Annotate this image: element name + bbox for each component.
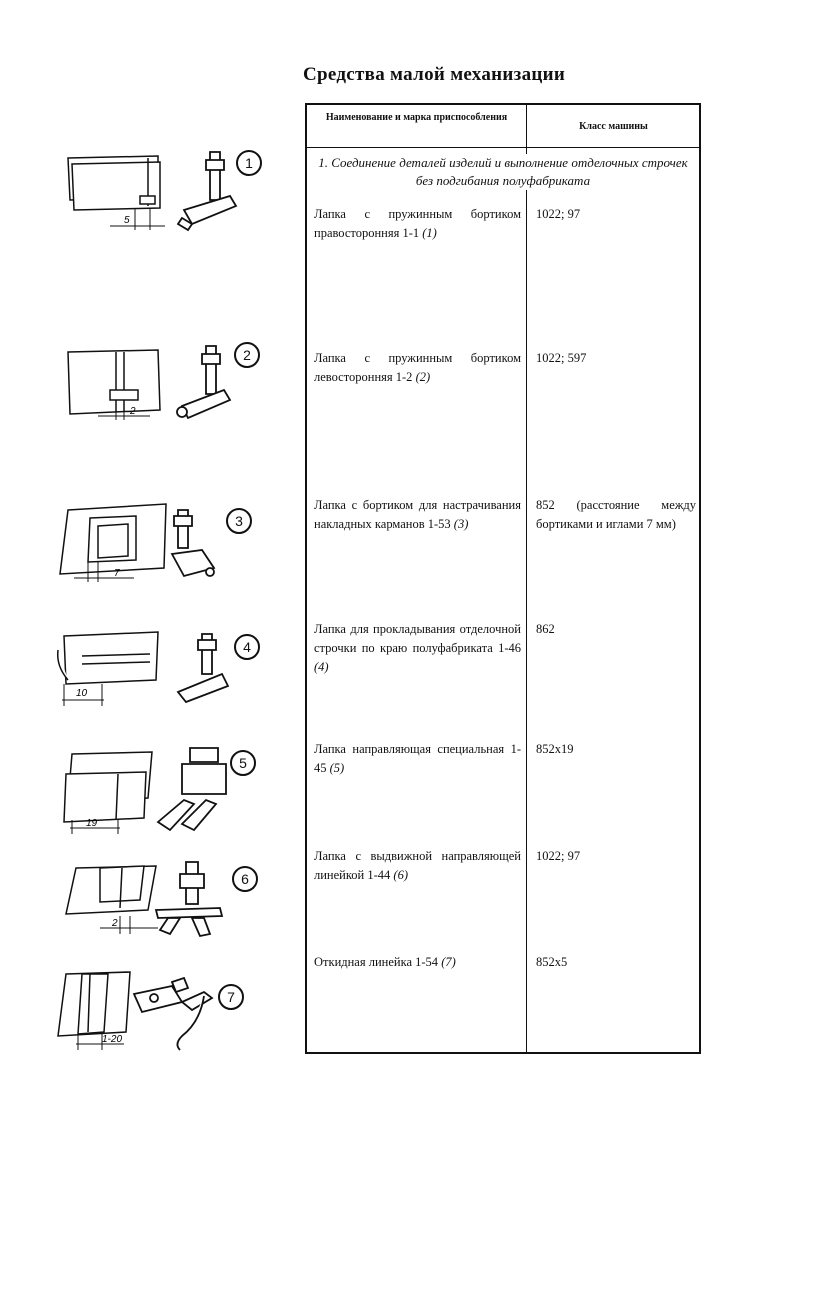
row-1-class: 1022; 97 <box>536 207 581 221</box>
figure-6-dimension: 2 <box>111 918 118 929</box>
presser-foot-7-illustration: 1-20 <box>57 971 214 1051</box>
figure-7-number: 7 <box>218 984 244 1010</box>
presser-foot-3-illustration: 7 <box>59 503 216 582</box>
row-6-class: 1022; 97 <box>536 849 581 863</box>
figure-1-dimension: 5 <box>124 215 130 226</box>
mechanization-table: Наименование и марка приспособления Клас… <box>305 103 701 1054</box>
column-divider <box>526 105 527 1052</box>
presser-foot-1-illustration: 5 <box>67 151 238 232</box>
figure-3-dimension: 7 <box>114 568 120 579</box>
row-4-class: 862 <box>536 622 555 636</box>
row-7-class: 852x5 <box>536 955 568 969</box>
figure-3-number: 3 <box>226 508 252 534</box>
row-3-class: 852 (расстояние между бортиками и иглами… <box>536 498 696 531</box>
figure-4-number: 4 <box>234 634 260 660</box>
figure-7-dimension: 1-20 <box>102 1034 122 1045</box>
presser-foot-6-illustration: 2 <box>65 861 224 938</box>
row-3-name: Лапка с бортиком для настрачивания накла… <box>314 498 521 531</box>
header-divider <box>307 147 699 148</box>
row-6-name: Лапка с выдвижной направляющей линейкой … <box>314 849 521 882</box>
figure-6-number: 6 <box>232 866 258 892</box>
section-title: 1. Соединение деталей изделий и выполнен… <box>307 154 699 190</box>
column-header-name: Наименование и марка приспособления <box>325 112 508 123</box>
row-2-class: 1022; 597 <box>536 351 587 365</box>
column-header-class: Класс машины <box>579 121 648 132</box>
figure-1-number: 1 <box>236 150 262 176</box>
figure-2-dimension: 2 <box>129 406 136 417</box>
row-2-name: Лапка с пружинным бортиком левосторонняя… <box>314 351 521 384</box>
presser-foot-5-illustration: 19 <box>63 747 227 834</box>
row-5-name: Лапка направляющая специальная 1-45 (5) <box>314 742 521 775</box>
presser-foot-4-illustration: 10 <box>56 631 230 706</box>
presser-foot-2-illustration: 2 <box>67 345 232 420</box>
row-4-name: Лапка для прокладывания отделочной строч… <box>314 622 521 674</box>
figure-5-dimension: 19 <box>86 818 98 829</box>
figure-5-number: 5 <box>230 750 256 776</box>
row-1-name: Лапка с пружинным бортиком правостороння… <box>314 207 521 240</box>
row-7-name: Откидная линейка 1-54 (7) <box>314 955 456 969</box>
figure-2-number: 2 <box>234 342 260 368</box>
figure-4-dimension: 10 <box>76 688 88 699</box>
row-5-class: 852x19 <box>536 742 574 756</box>
page-title: Средства малой механизации <box>303 64 566 85</box>
